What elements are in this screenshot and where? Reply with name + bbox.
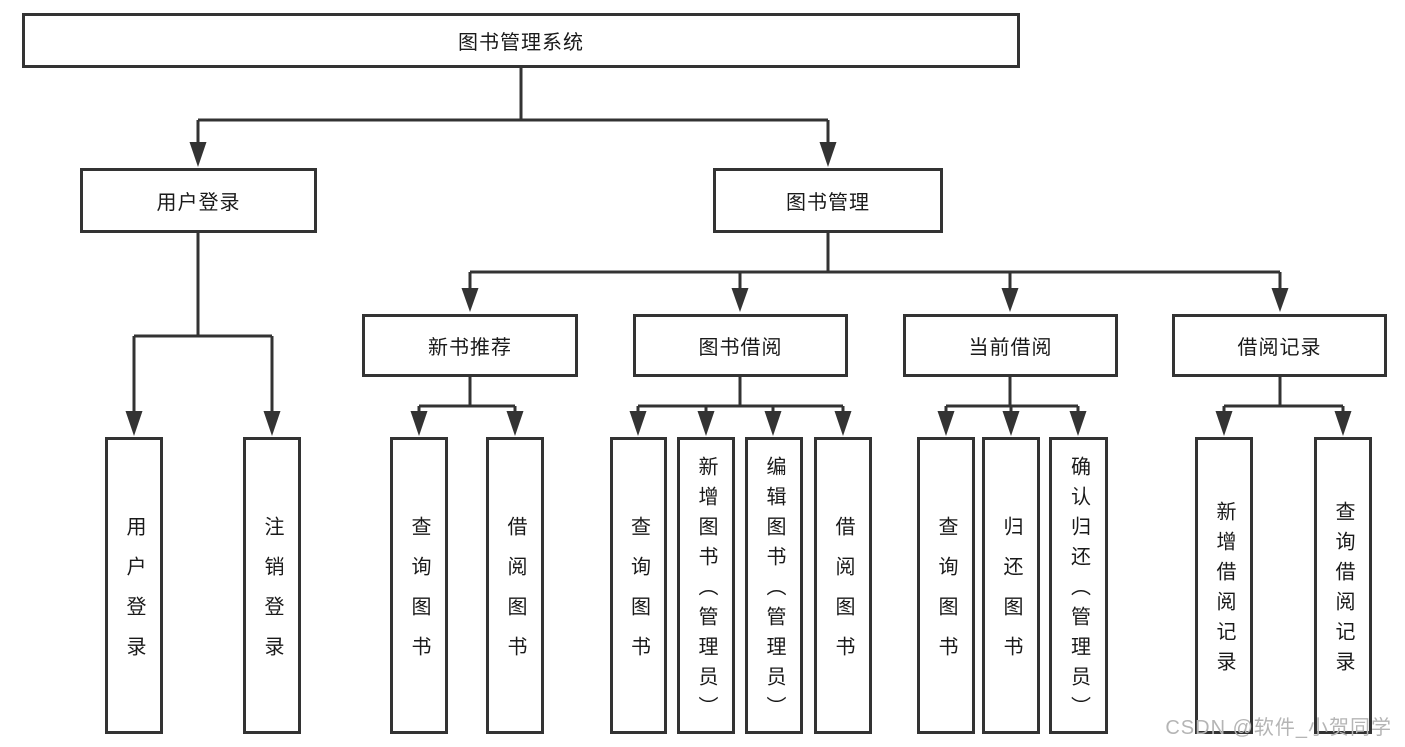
leaf-query-book-2: 查询图书: [610, 437, 667, 734]
node-borrow-records-label: 借阅记录: [1237, 337, 1322, 359]
node-current-borrow: 当前借阅: [903, 314, 1118, 377]
leaf-add-borrow-record-label: 新增借阅记录: [1213, 500, 1235, 681]
leaf-borrow-book-2: 借阅图书: [814, 437, 872, 734]
node-book-management: 图书管理: [713, 168, 943, 233]
leaf-query-book-1-label: 查询图书: [408, 515, 430, 676]
watermark: CSDN @软件_小贺同学: [1165, 717, 1392, 739]
node-book-borrow: 图书借阅: [633, 314, 848, 377]
node-root: 图书管理系统: [22, 13, 1020, 68]
leaf-add-borrow-record: 新增借阅记录: [1195, 437, 1253, 734]
leaf-add-book-admin: 新增图书（管理员）: [677, 437, 735, 734]
node-book-management-label: 图书管理: [786, 192, 870, 214]
leaf-return-book: 归还图书: [982, 437, 1040, 734]
leaf-query-borrow-record: 查询借阅记录: [1314, 437, 1372, 734]
leaf-user-login-label: 用户登录: [123, 515, 145, 676]
node-new-book-recommend-label: 新书推荐: [428, 337, 512, 359]
leaf-logout: 注销登录: [243, 437, 301, 734]
leaf-edit-book-admin: 编辑图书（管理员）: [745, 437, 803, 734]
node-borrow-records: 借阅记录: [1172, 314, 1387, 377]
leaf-borrow-book-2-label: 借阅图书: [832, 515, 854, 676]
leaf-borrow-book-1: 借阅图书: [486, 437, 544, 734]
leaf-confirm-return-admin-label: 确认归还（管理员）: [1067, 455, 1090, 726]
node-book-borrow-label: 图书借阅: [698, 337, 783, 359]
node-current-borrow-label: 当前借阅: [968, 337, 1053, 359]
node-new-book-recommend: 新书推荐: [362, 314, 578, 377]
leaf-query-borrow-record-label: 查询借阅记录: [1332, 500, 1354, 681]
leaf-edit-book-admin-label: 编辑图书（管理员）: [763, 455, 785, 726]
leaf-query-book-1: 查询图书: [390, 437, 448, 734]
leaf-user-login: 用户登录: [105, 437, 163, 734]
node-root-label: 图书管理系统: [458, 32, 584, 54]
leaf-return-book-label: 归还图书: [1000, 515, 1022, 676]
leaf-confirm-return-admin: 确认归还（管理员）: [1049, 437, 1108, 734]
leaf-borrow-book-1-label: 借阅图书: [504, 515, 526, 676]
leaf-query-book-2-label: 查询图书: [627, 515, 650, 676]
leaf-query-book-3: 查询图书: [917, 437, 975, 734]
node-user-login: 用户登录: [80, 168, 317, 233]
leaf-add-book-admin-label: 新增图书（管理员）: [695, 455, 717, 726]
node-user-login-label: 用户登录: [156, 192, 241, 214]
leaf-logout-label: 注销登录: [261, 515, 283, 676]
leaf-query-book-3-label: 查询图书: [935, 515, 957, 676]
